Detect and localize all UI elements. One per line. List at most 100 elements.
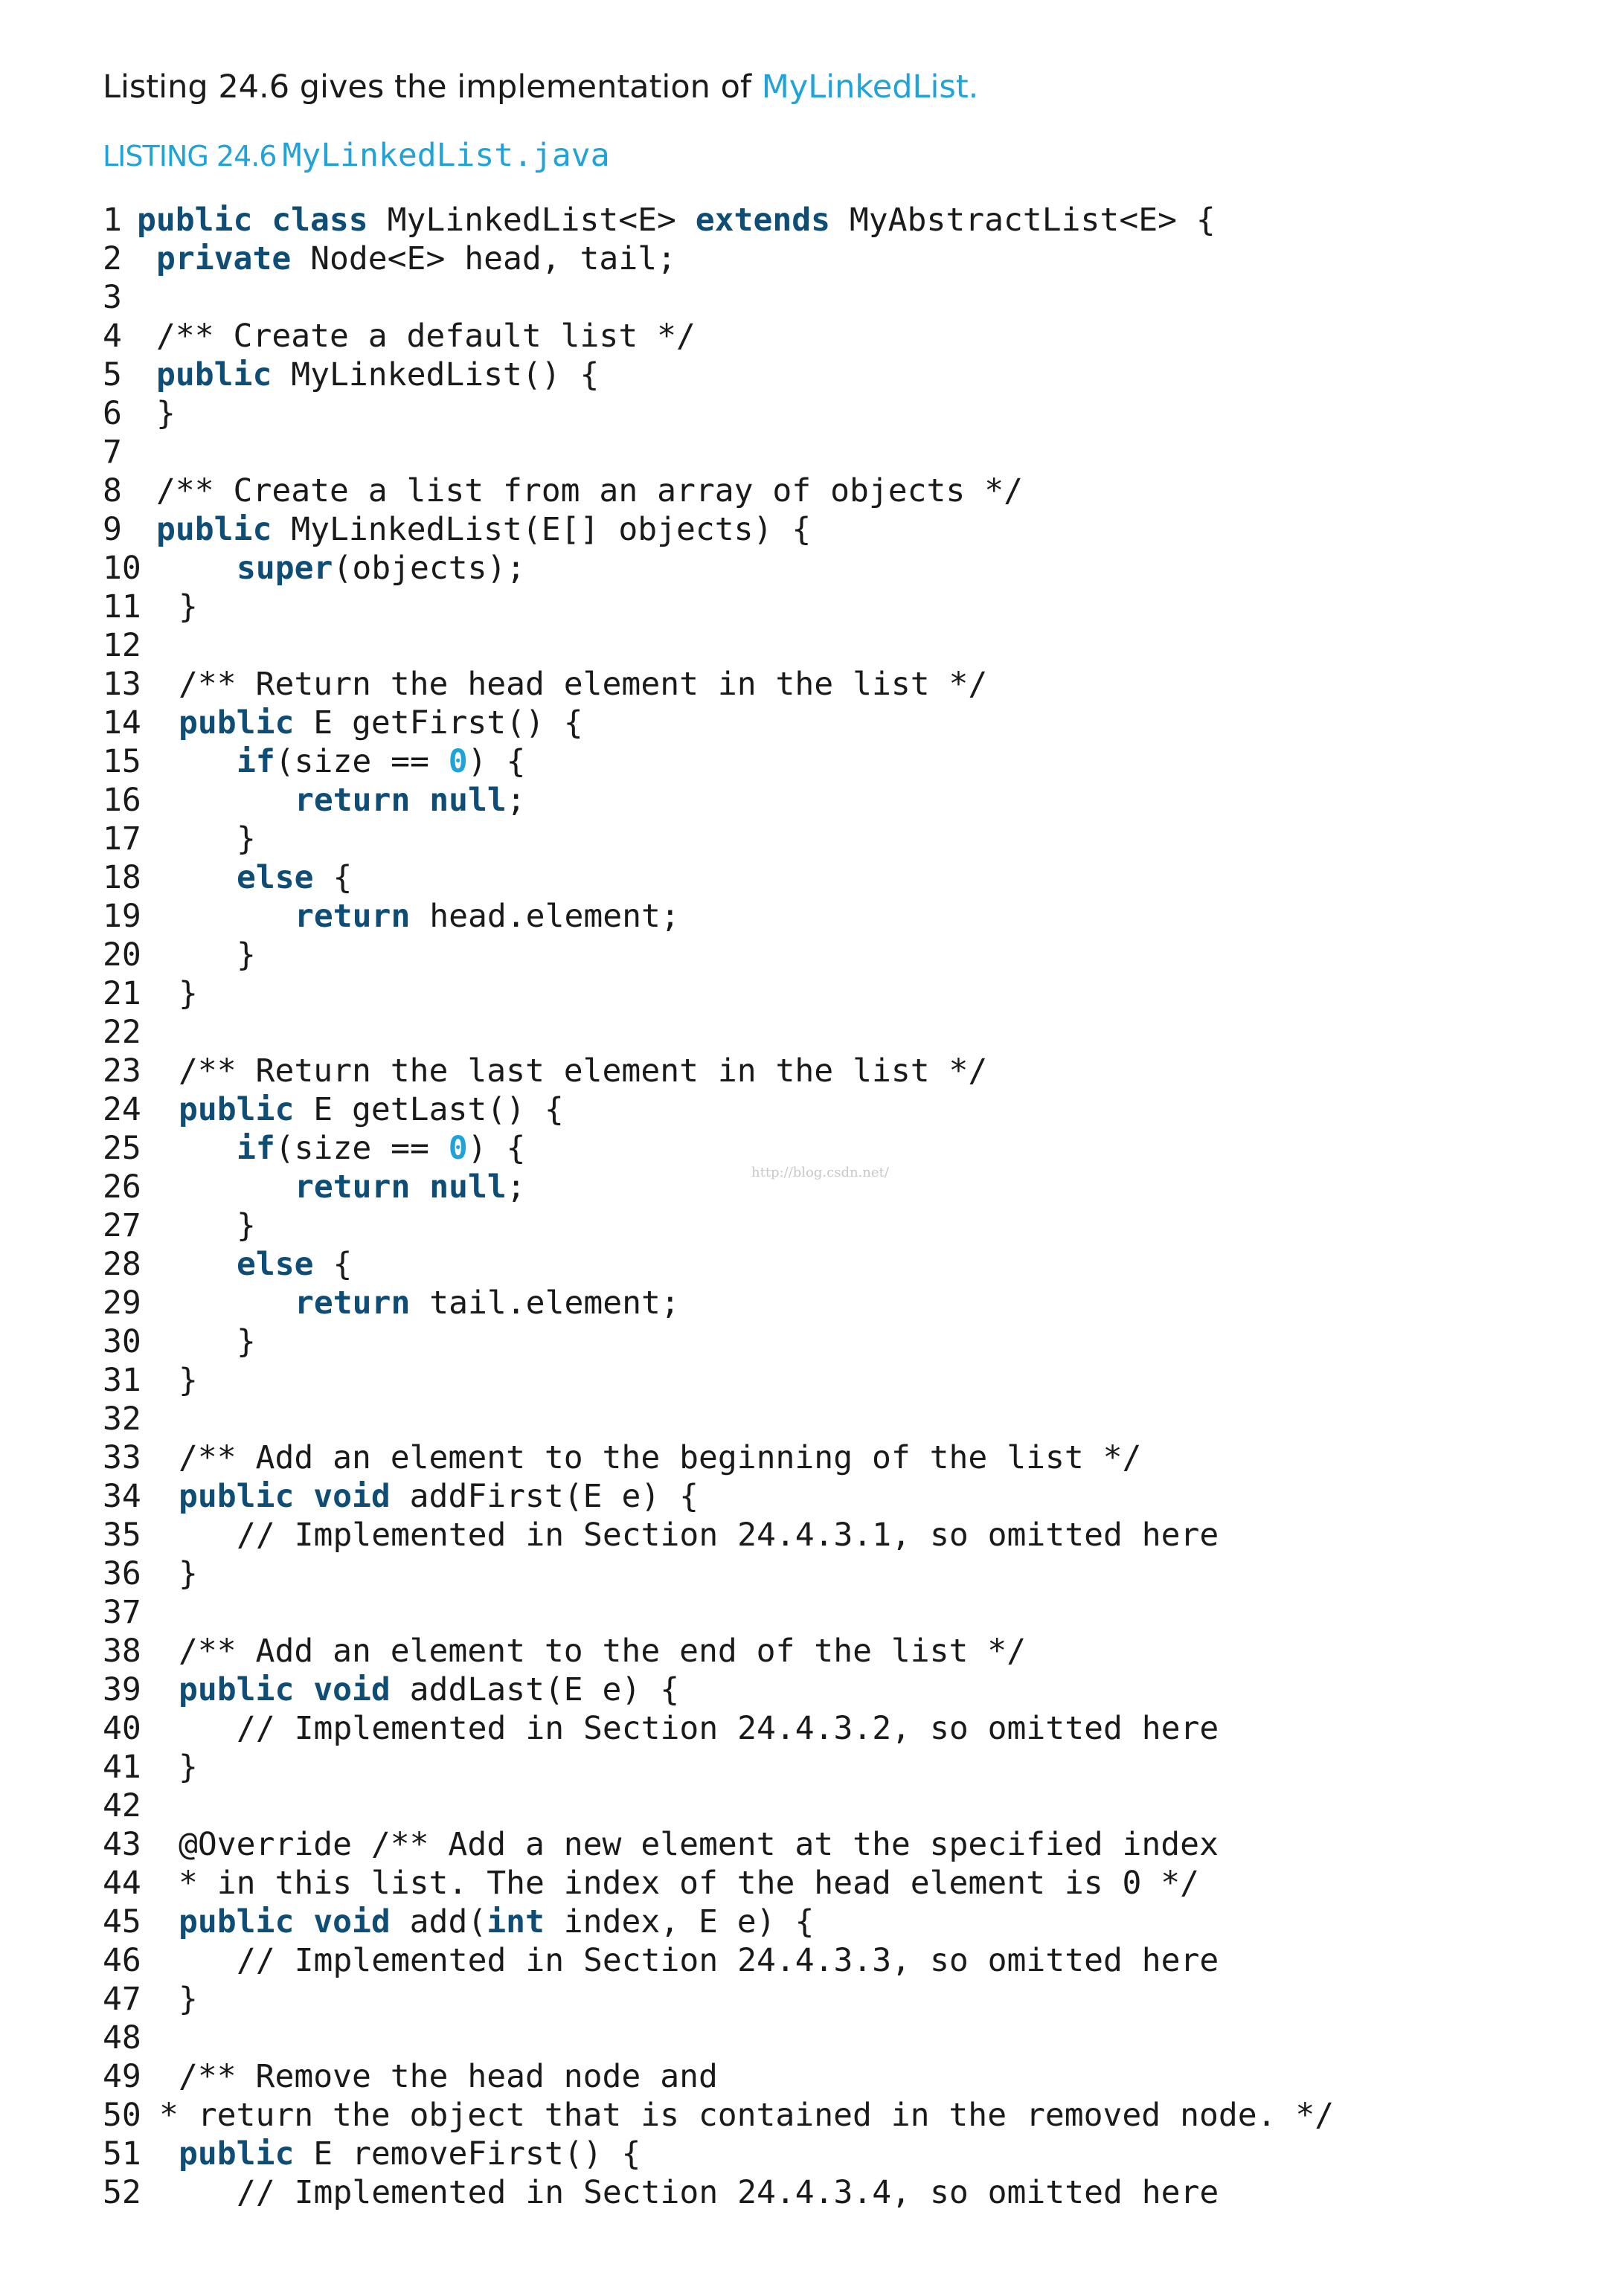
keyword: return null bbox=[295, 1168, 507, 1206]
keyword: public bbox=[179, 2135, 295, 2173]
code-text: public void addLast(E e) { bbox=[179, 1670, 679, 1709]
line-number: 9 bbox=[103, 511, 122, 548]
keyword: public void bbox=[179, 1671, 391, 1708]
keyword: public bbox=[156, 511, 272, 548]
code-token: // Implemented in Section 24.4.3.4, so o… bbox=[237, 2174, 1219, 2211]
code-text: @Override /** Add a new element at the s… bbox=[179, 1825, 1219, 1864]
code-token: addLast(E e) { bbox=[409, 1671, 680, 1708]
code-text: } bbox=[179, 1748, 198, 1787]
code-token: /** Add an element to the beginning of t… bbox=[179, 1439, 1142, 1476]
intro-class-name: MyLinkedList. bbox=[761, 68, 979, 106]
code-text: /** Create a list from an array of objec… bbox=[156, 472, 1023, 510]
code-text: } bbox=[156, 394, 176, 433]
code-text: } bbox=[179, 1554, 198, 1593]
keyword: super bbox=[237, 550, 333, 587]
code-text: else { bbox=[237, 858, 352, 897]
line-number: 48 bbox=[103, 2019, 141, 2057]
code-token: (size == bbox=[275, 1130, 449, 1167]
line-number: 37 bbox=[103, 1594, 141, 1631]
listing-filename: MyLinkedList.java bbox=[282, 137, 610, 174]
keyword: public bbox=[179, 1091, 295, 1128]
line-number: 42 bbox=[103, 1787, 141, 1824]
code-token: index, E e) { bbox=[563, 1903, 815, 1940]
code-text: /** Add an element to the end of the lis… bbox=[179, 1632, 1026, 1670]
code-token: } bbox=[237, 936, 256, 974]
line-number: 50 bbox=[103, 2097, 141, 2134]
code-text: } bbox=[237, 1322, 256, 1361]
code-text: if(size == 0) { bbox=[237, 1129, 525, 1168]
code-text: return tail.element; bbox=[295, 1284, 680, 1322]
line-number: 1 bbox=[103, 202, 122, 239]
line-number: 6 bbox=[103, 395, 122, 432]
line-number: 31 bbox=[103, 1362, 141, 1399]
line-number: 45 bbox=[103, 1903, 141, 1940]
code-token: // Implemented in Section 24.4.3.3, so o… bbox=[237, 1942, 1219, 1979]
line-number: 47 bbox=[103, 1981, 141, 2018]
code-text: // Implemented in Section 24.4.3.2, so o… bbox=[237, 1709, 1219, 1748]
code-token: ; bbox=[506, 1168, 526, 1206]
line-number: 49 bbox=[103, 2058, 141, 2095]
code-text: private Node<E> head, tail; bbox=[156, 239, 676, 278]
code-text: // Implemented in Section 24.4.3.4, so o… bbox=[237, 2173, 1219, 2212]
line-number: 13 bbox=[103, 666, 141, 703]
code-token: } bbox=[237, 820, 256, 858]
code-token: } bbox=[179, 1555, 198, 1592]
code-text: public E removeFirst() { bbox=[179, 2135, 641, 2173]
code-token: head.element; bbox=[429, 898, 680, 935]
keyword: public bbox=[179, 704, 295, 742]
listing-label: LISTING 24.6 bbox=[103, 140, 277, 173]
code-token: E getLast() { bbox=[313, 1091, 564, 1128]
code-token: ) { bbox=[467, 1130, 526, 1167]
line-number: 23 bbox=[103, 1052, 141, 1090]
code-text: return head.element; bbox=[295, 897, 680, 936]
code-token: MyLinkedList<E> bbox=[387, 202, 696, 239]
line-number: 5 bbox=[103, 356, 122, 393]
code-token: } bbox=[237, 1323, 256, 1360]
code-token: } bbox=[179, 975, 198, 1012]
number-literal: 0 bbox=[448, 743, 468, 780]
code-text: * in this list. The index of the head el… bbox=[179, 1864, 1199, 1903]
code-token: } bbox=[179, 1362, 198, 1399]
line-number: 44 bbox=[103, 1865, 141, 1902]
code-token: add( bbox=[409, 1903, 487, 1940]
line-number: 10 bbox=[103, 550, 141, 587]
line-number: 8 bbox=[103, 472, 122, 509]
code-text: return null; bbox=[295, 781, 526, 820]
code-token: } bbox=[237, 1207, 256, 1244]
code-text: public MyLinkedList() { bbox=[156, 356, 599, 394]
code-token: MyLinkedList(E[] objects) { bbox=[291, 511, 812, 548]
keyword: if bbox=[237, 1130, 275, 1167]
line-number: 51 bbox=[103, 2135, 141, 2173]
code-token: (objects); bbox=[333, 550, 526, 587]
line-number: 2 bbox=[103, 240, 122, 277]
code-token: } bbox=[179, 1749, 198, 1786]
code-token: MyLinkedList() { bbox=[291, 356, 600, 393]
line-number: 20 bbox=[103, 936, 141, 974]
code-token: E removeFirst() { bbox=[313, 2135, 641, 2173]
code-text: public void add(int index, E e) { bbox=[179, 1903, 814, 1941]
keyword: public void bbox=[179, 1478, 391, 1515]
code-text: * return the object that is contained in… bbox=[159, 2096, 1334, 2135]
keyword: extends bbox=[695, 202, 830, 239]
intro-paragraph: Listing 24.6 gives the implementation of… bbox=[103, 68, 978, 106]
code-text: /** Remove the head node and bbox=[179, 2057, 718, 2096]
code-token: } bbox=[179, 1981, 198, 2018]
line-number: 26 bbox=[103, 1168, 141, 1206]
keyword: private bbox=[156, 240, 292, 277]
code-text: /** Add an element to the beginning of t… bbox=[179, 1438, 1141, 1477]
code-token: addFirst(E e) { bbox=[409, 1478, 699, 1515]
keyword: else bbox=[237, 1246, 314, 1283]
line-number: 32 bbox=[103, 1401, 141, 1438]
line-number: 7 bbox=[103, 434, 122, 471]
line-number: 46 bbox=[103, 1942, 141, 1979]
keyword: public class bbox=[137, 202, 368, 239]
line-number: 3 bbox=[103, 279, 122, 316]
line-number: 19 bbox=[103, 898, 141, 935]
keyword: return bbox=[295, 898, 411, 935]
keyword: return null bbox=[295, 782, 507, 819]
code-token: /** Create a list from an array of objec… bbox=[156, 472, 1023, 509]
code-text: /** Create a default list */ bbox=[156, 317, 696, 356]
code-text: // Implemented in Section 24.4.3.3, so o… bbox=[237, 1941, 1219, 1980]
